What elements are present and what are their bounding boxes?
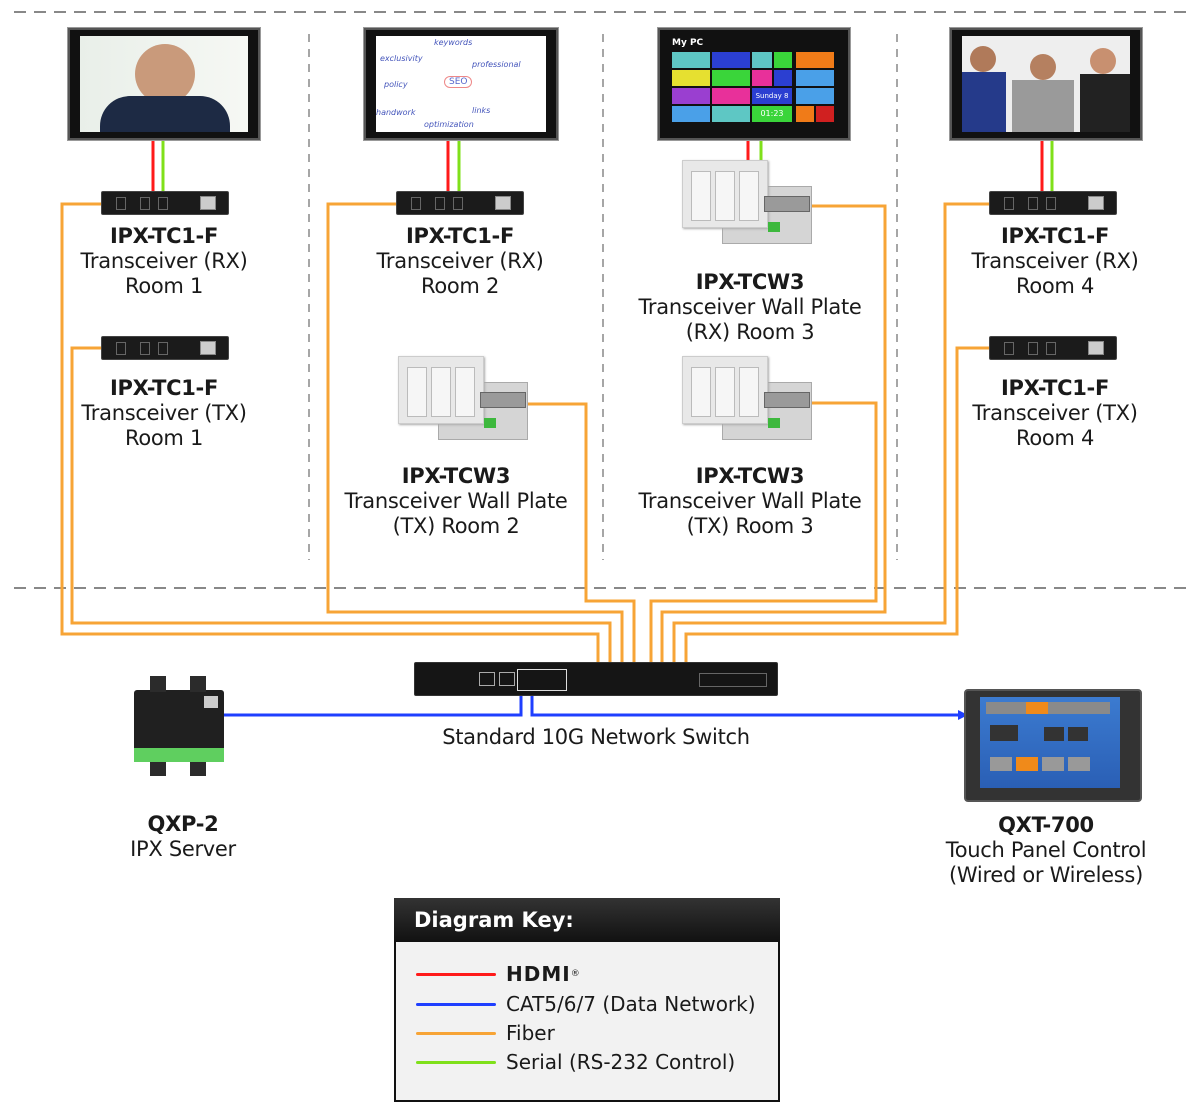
device-touch-panel [964, 689, 1142, 802]
display-room1 [68, 28, 260, 140]
device-room2-rx [396, 191, 524, 215]
diagram-key-title: Diagram Key: [394, 898, 780, 942]
fiber-room4-rx [672, 202, 1005, 682]
fiber-room1-tx [70, 346, 612, 682]
mindmap-center: SEO [444, 76, 473, 88]
display-room3: My PC Sunday 8 01:23 [658, 28, 850, 140]
display-room2: SEO keywords exclusivity professional po… [364, 28, 558, 140]
fiber-room3-tx [649, 401, 878, 682]
fiber-room2-tx [515, 402, 636, 682]
device-room4-rx [989, 191, 1117, 215]
fiber-room1-rx [60, 202, 600, 682]
fiber-room4-tx [684, 346, 1005, 682]
network-switch [414, 662, 778, 696]
fiber-room2-rx [326, 202, 624, 682]
label-switch: Standard 10G Network Switch [442, 725, 750, 749]
device-qxp-server [134, 676, 224, 776]
device-room3-tx [682, 356, 822, 456]
diagram-key: Diagram Key: HDMI® CAT5/6/7 (Data Networ… [394, 898, 782, 1106]
display-room4 [950, 28, 1142, 140]
legend-swatch [416, 1002, 496, 1006]
device-room4-tx [989, 336, 1117, 360]
legend-item-serial: Serial (RS-232 Control) [416, 1048, 735, 1076]
device-room1-rx [101, 191, 229, 215]
device-room1-tx [101, 336, 229, 360]
legend-item-hdmi: HDMI® [416, 960, 580, 988]
fiber-room3-rx [660, 204, 887, 682]
legend-swatch [416, 1031, 496, 1035]
legend-item-cat: CAT5/6/7 (Data Network) [416, 990, 756, 1018]
device-room3-rx [682, 160, 822, 260]
legend-item-fiber: Fiber [416, 1019, 555, 1047]
legend-swatch [416, 972, 496, 976]
legend-swatch [416, 1060, 496, 1064]
device-room2-tx [398, 356, 538, 456]
